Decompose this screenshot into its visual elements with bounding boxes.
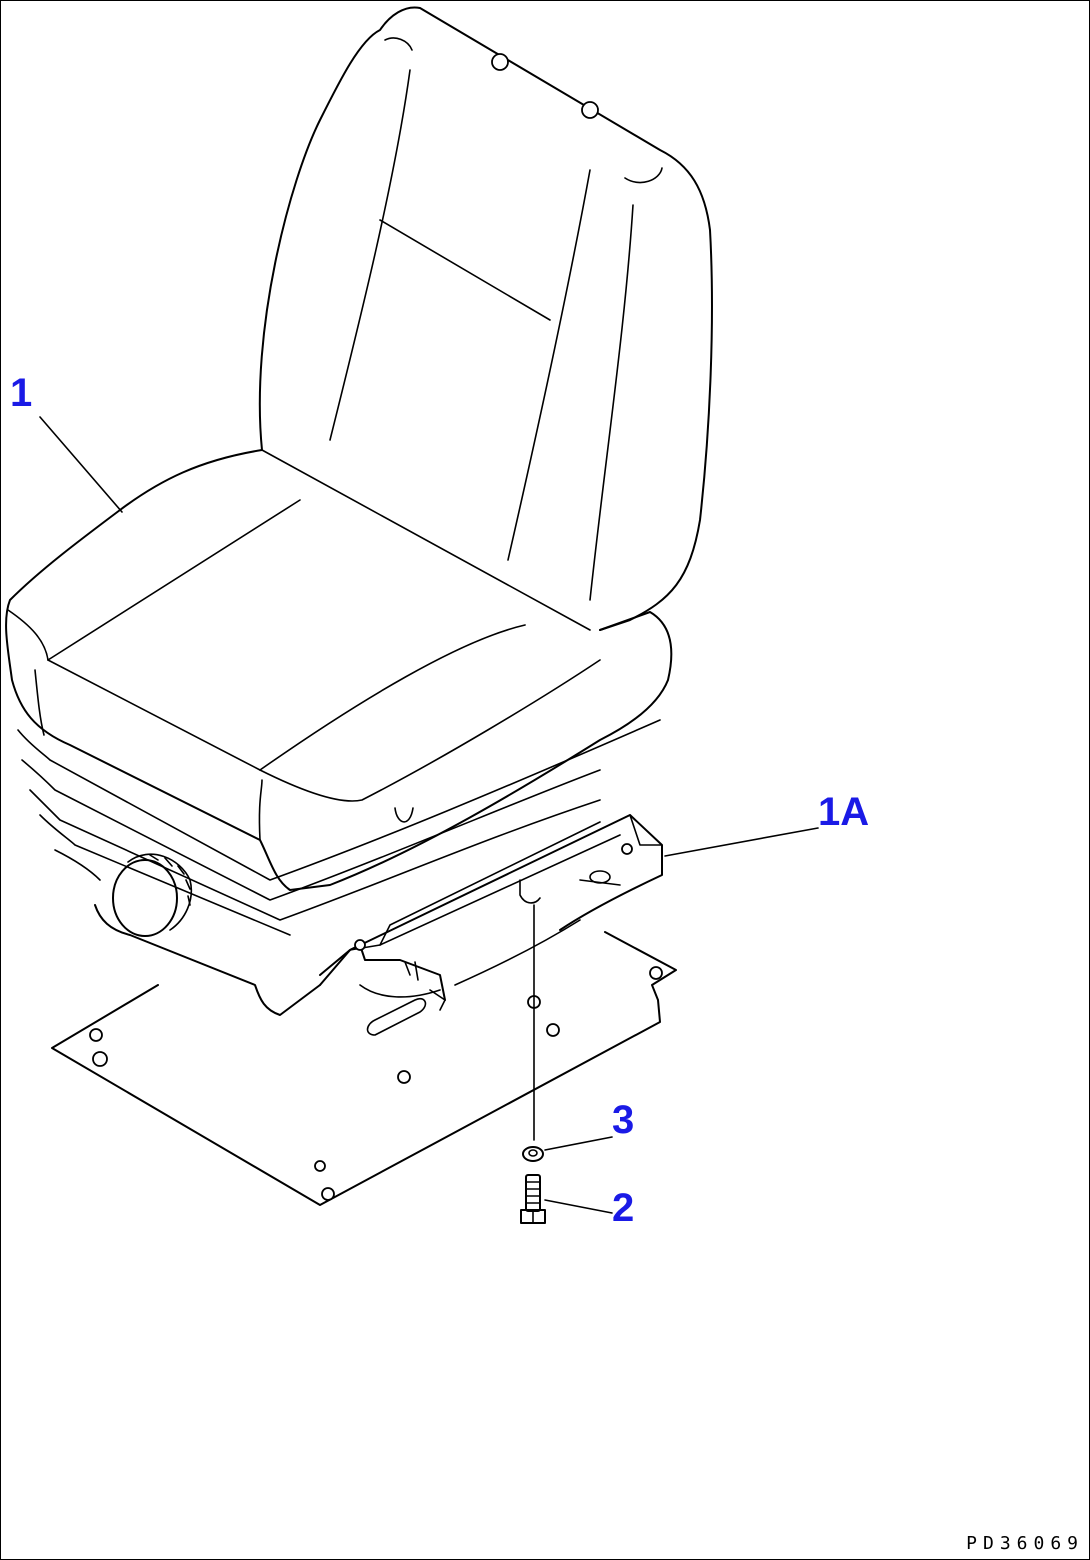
leader-2 <box>544 1199 613 1214</box>
weight-adjust-knob <box>112 853 192 937</box>
callout-3: 3 <box>612 1098 635 1142</box>
backrest-hole <box>491 53 509 71</box>
backrest <box>258 6 713 631</box>
slide-lever <box>319 939 446 1036</box>
callout-1a: 1A <box>818 790 870 834</box>
callout-2: 2 <box>612 1186 635 1230</box>
bolt-part <box>520 1174 546 1224</box>
seat-slide-1a <box>94 814 663 1016</box>
floor-mount-plate <box>51 931 677 1206</box>
washer-part <box>522 1146 544 1162</box>
leader-1 <box>39 416 123 513</box>
leader-3 <box>544 1136 613 1151</box>
seat-cushion <box>5 449 673 891</box>
callout-1: 1 <box>10 371 33 415</box>
leader-1a <box>664 827 819 857</box>
backrest-hole <box>581 101 599 119</box>
drawing-code: PD36069 <box>966 1533 1084 1554</box>
suspension-bellows <box>17 719 661 936</box>
